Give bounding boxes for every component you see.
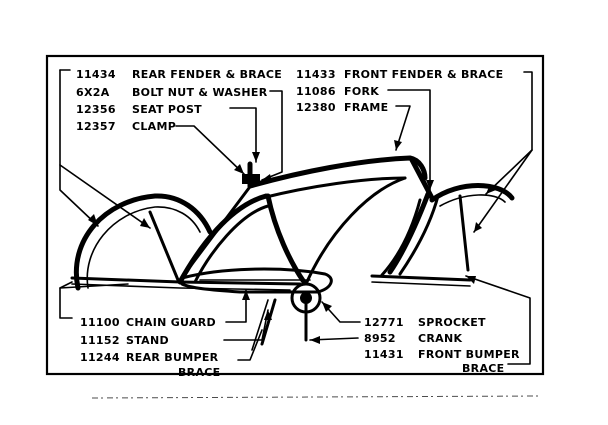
callout-num: 11086 [296, 85, 336, 98]
callout-num: 11431 [364, 348, 404, 361]
callouts-right: 11433 FRONT FENDER & BRACE 11086 FORK 12… [296, 68, 503, 114]
callout-num: 12380 [296, 101, 336, 114]
callout-text: FRAME [344, 101, 388, 114]
frame-top-tube [247, 155, 428, 189]
frame-down-tube [265, 193, 307, 285]
callout-num: 12357 [76, 120, 116, 133]
callout-text: FRONT FENDER & BRACE [344, 68, 503, 81]
callout-text: REAR BUMPER [126, 351, 219, 364]
callout-text: SPROCKET [418, 316, 486, 329]
callout-text: CHAIN GUARD [126, 316, 216, 329]
callout-text: REAR FENDER & BRACE [132, 68, 282, 81]
seat-clamp [242, 174, 260, 184]
leader-lines [59, 69, 533, 365]
callout-text: BOLT NUT & WASHER [132, 86, 268, 99]
stand [260, 298, 277, 346]
callouts-bottom-left: 11100 CHAIN GUARD 11152 STAND 11244 REAR… [80, 316, 220, 379]
callout-text-2: BRACE [178, 366, 220, 379]
bicycle-drawing [70, 155, 515, 351]
callout-text-2: BRACE [462, 362, 504, 375]
callouts-bottom-right: 12771 SPROCKET 8952 CRANK 11431 FRONT BU… [364, 316, 520, 375]
callout-num: 11434 [76, 68, 116, 81]
callout-num: 11433 [296, 68, 336, 81]
callout-num: 12771 [364, 316, 404, 329]
callout-text: SEAT POST [132, 103, 202, 116]
scan-artifact [91, 395, 541, 399]
front-fender-brace [458, 194, 470, 272]
callout-num: 11152 [80, 334, 120, 347]
callout-num: 12356 [76, 103, 116, 116]
chain-guard [180, 267, 333, 294]
callouts-left: 11434 REAR FENDER & BRACE 6X2A BOLT NUT … [76, 68, 282, 133]
callout-num: 11244 [80, 351, 120, 364]
diagram-border [45, 54, 545, 376]
callout-num: 6X2A [76, 86, 110, 99]
rear-fender-brace [148, 210, 180, 282]
callout-num: 11100 [80, 316, 120, 329]
callout-num: 8952 [364, 332, 396, 345]
front-fender [429, 183, 515, 203]
front-fork [387, 191, 431, 275]
callout-text: FORK [344, 85, 379, 98]
chain-stay [70, 276, 302, 286]
callout-text: STAND [126, 334, 169, 347]
callout-text: CLAMP [132, 120, 176, 133]
callout-text: CRANK [418, 332, 462, 345]
rear-fender [74, 193, 213, 291]
callout-text: FRONT BUMPER [418, 348, 520, 361]
front-bumper-bar [370, 274, 472, 282]
